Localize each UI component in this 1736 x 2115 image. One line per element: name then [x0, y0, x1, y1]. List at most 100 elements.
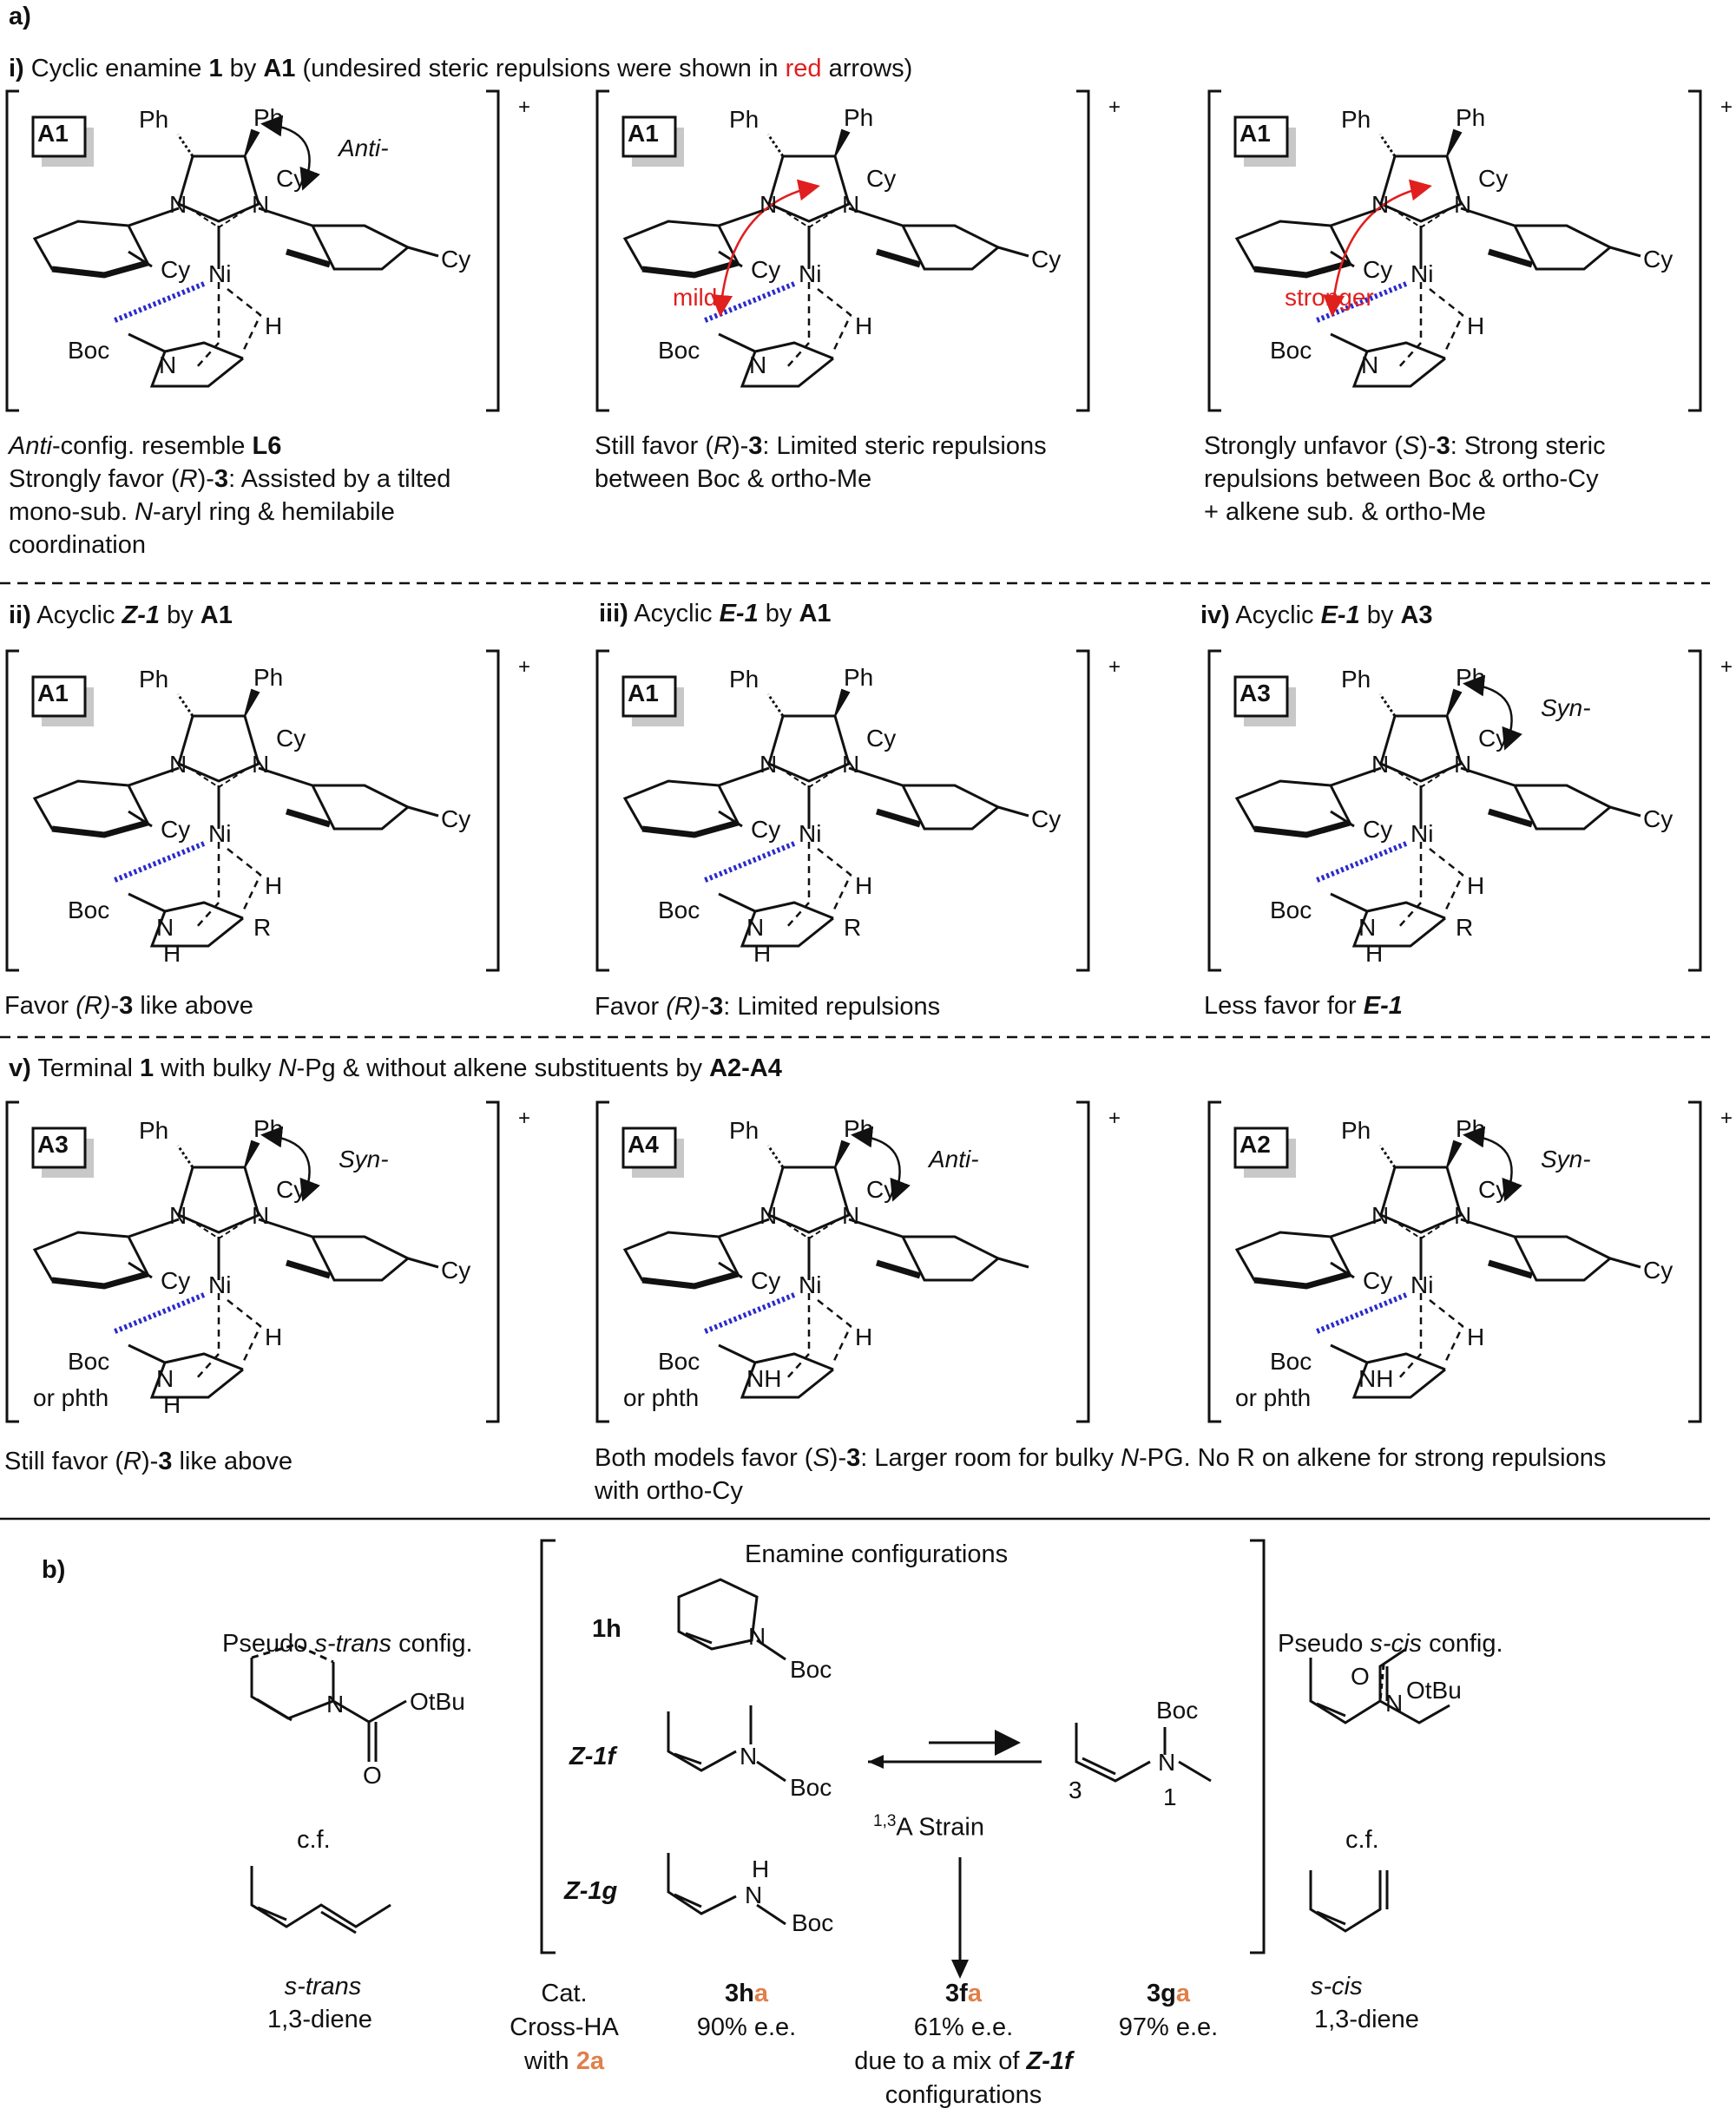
n-label-2: N	[1454, 191, 1472, 218]
1h-n: N	[748, 1623, 766, 1650]
cy-label-a: Cy	[1363, 1267, 1393, 1294]
note-label: Anti-	[929, 1146, 979, 1172]
bracket-right	[1688, 649, 1702, 972]
panels-group	[5, 89, 1702, 1423]
z1f-n: N	[740, 1743, 758, 1770]
note-label: stronger	[1285, 284, 1374, 311]
cat-box	[1233, 675, 1289, 718]
cat-box	[31, 1126, 87, 1169]
h-label: H	[265, 872, 283, 899]
hh-label: H	[1365, 940, 1384, 967]
ph-label-2: Ph	[844, 1115, 874, 1142]
cy-label-b: Cy	[276, 165, 306, 192]
ph-label-2: Ph	[1456, 1115, 1486, 1142]
h-label: H	[265, 1324, 283, 1350]
n-label-1: N	[1371, 191, 1390, 218]
orphth-label: or phth	[623, 1384, 700, 1411]
bracket-right	[486, 649, 500, 972]
cy-label-a: Cy	[161, 1267, 191, 1294]
scis-o: O	[1351, 1663, 1370, 1690]
n-label-2: N	[842, 191, 860, 218]
boc-label: Boc	[68, 337, 110, 364]
bracket-right	[1076, 89, 1090, 412]
boc-ni-interaction	[111, 281, 206, 324]
ph-label-2: Ph	[1456, 104, 1486, 131]
charge-label: +	[1108, 1107, 1121, 1130]
cy-label-c: Cy	[1643, 246, 1674, 273]
orphth-label: or phth	[33, 1384, 109, 1411]
cat-box	[621, 675, 677, 718]
cf-left: c.f.	[297, 1826, 331, 1854]
cat-label: A1	[37, 120, 69, 147]
ph-label-1: Ph	[729, 1117, 760, 1144]
n-label-1: N	[760, 751, 778, 778]
strans-n: N	[326, 1691, 345, 1718]
row-1h: 1h	[592, 1615, 621, 1643]
r-label: R	[1456, 914, 1474, 941]
section-i-heading: i) Cyclic enamine 1 by A1 (undesired ste…	[9, 55, 913, 82]
catalyst-panel-7	[5, 1100, 500, 1423]
cat-label: A4	[628, 1131, 659, 1158]
ni-label: Ni	[1410, 260, 1434, 287]
cat-box	[621, 1126, 677, 1169]
scis-label: s-cis	[1311, 1973, 1363, 2000]
cat-box	[31, 115, 87, 158]
nh-label: N	[156, 1365, 174, 1392]
strans-o: O	[363, 1762, 382, 1789]
boc-ni-interaction	[111, 841, 206, 883]
part-b-label: b)	[42, 1556, 66, 1584]
ph-label-1: Ph	[139, 106, 169, 133]
substrate	[718, 892, 834, 948]
r-label: R	[253, 914, 272, 941]
catalyst-panel-3	[1207, 89, 1702, 412]
boc-label: Boc	[658, 897, 700, 923]
charge-label: +	[1720, 95, 1733, 119]
right-aryl	[258, 766, 411, 831]
substrate	[128, 332, 244, 388]
bracket-right	[486, 1100, 500, 1423]
charge-label: +	[1108, 655, 1121, 679]
bracket-left	[5, 1100, 19, 1423]
row-z1f: Z-1f	[569, 1743, 616, 1770]
n-label-2: N	[252, 751, 270, 778]
boc-label: Boc	[1270, 1348, 1312, 1375]
n-label-1: N	[169, 751, 187, 778]
ph-label-2: Ph	[844, 104, 874, 131]
charge-label: +	[1720, 655, 1733, 679]
note-label: Syn-	[339, 1146, 389, 1172]
scis-n: N	[1385, 1690, 1404, 1717]
cat-box	[31, 675, 87, 718]
bracket-right	[1076, 649, 1090, 972]
cy-label-c: Cy	[1031, 246, 1062, 273]
nhc-ring	[767, 1166, 851, 1234]
ph-label-1: Ph	[1341, 106, 1371, 133]
cf-right: c.f.	[1345, 1826, 1379, 1854]
ph-label-2: Ph	[1456, 664, 1486, 691]
cy-label-c: Cy	[441, 1257, 471, 1284]
section-v-heading: v) Terminal 1 with bulky N-Pg & without …	[9, 1054, 782, 1082]
right-aryl	[258, 1218, 411, 1282]
left-aryl	[1234, 207, 1382, 277]
caption-i-3: Strongly unfavor (S)-3: Strong steric re…	[1204, 432, 1606, 526]
boc-ni-interaction	[111, 1292, 206, 1335]
boc-label: Boc	[658, 337, 700, 364]
right-boc: Boc	[1156, 1697, 1199, 1724]
charge-label: +	[1720, 1107, 1733, 1130]
n-label-1: N	[169, 191, 187, 218]
bracket-left	[595, 649, 609, 972]
h-label: H	[855, 872, 873, 899]
catalyst-panel-2	[595, 89, 1090, 412]
bracket-left	[5, 89, 19, 412]
bracket-left	[1207, 649, 1221, 972]
nh-label: NH	[1358, 1365, 1394, 1392]
cat-label: A1	[37, 680, 69, 706]
caption-ii: Favor (R)-3 like above	[4, 992, 253, 1020]
boc-label: Boc	[68, 1348, 110, 1375]
ph-label-1: Ph	[1341, 666, 1371, 693]
hh-label: H	[753, 940, 772, 967]
right-aryl	[1460, 766, 1613, 831]
cy-label-b: Cy	[866, 1176, 897, 1203]
hh-label: H	[163, 1391, 181, 1418]
nhc-ring	[767, 714, 851, 783]
cy-label-b: Cy	[866, 165, 897, 192]
